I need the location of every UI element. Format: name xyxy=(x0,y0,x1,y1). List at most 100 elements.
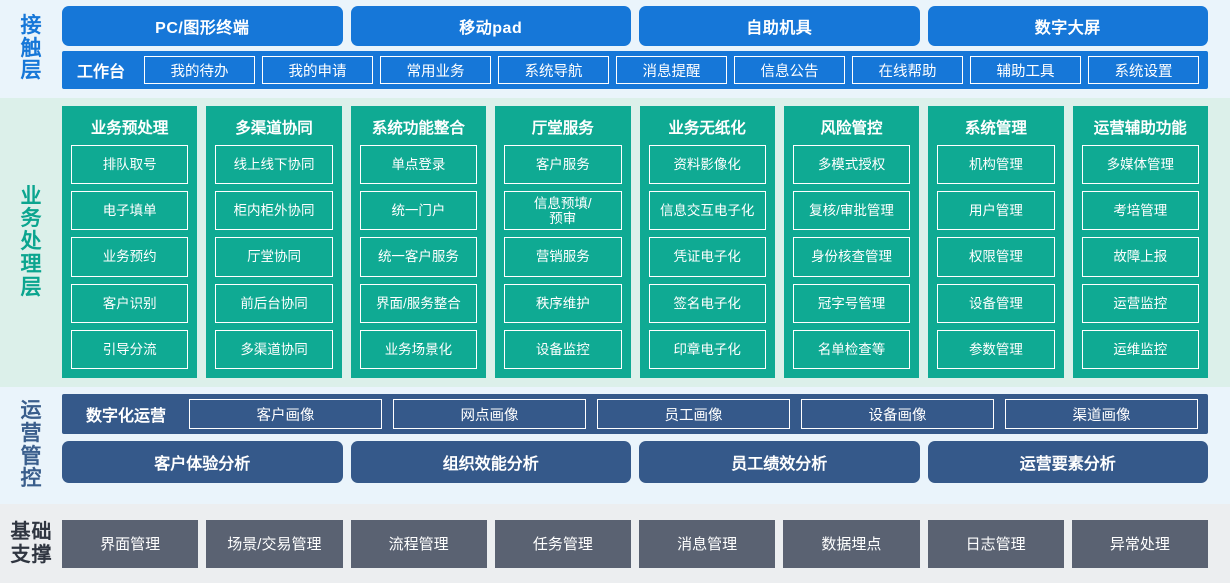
label-char: 务 xyxy=(20,207,42,231)
biz-item[interactable]: 界面/服务整合 xyxy=(359,283,478,323)
column-title: 厅堂服务 xyxy=(531,120,594,137)
analysis-organization-efficiency[interactable]: 组织效能分析 xyxy=(350,441,631,483)
biz-item[interactable]: 印章电子化 xyxy=(648,329,766,370)
biz-item[interactable]: 客户识别 xyxy=(71,283,189,323)
workbench-item-system-settings[interactable]: 系统设置 xyxy=(1088,56,1200,84)
biz-item[interactable]: 资料影像化 xyxy=(648,145,766,185)
workbench-item-system-navigation[interactable]: 系统导航 xyxy=(498,56,610,84)
foundation-item-log-management[interactable]: 日志管理 xyxy=(927,519,1064,568)
foundation-item-scenario-transaction-management[interactable]: 场景/交易管理 xyxy=(206,519,343,568)
workbench-item-auxiliary-tools[interactable]: 辅助工具 xyxy=(970,56,1082,84)
biz-item[interactable]: 冠字号管理 xyxy=(792,283,911,323)
workbench-item-my-todo[interactable]: 我的待办 xyxy=(144,56,256,84)
analysis-operation-factor[interactable]: 运营要素分析 xyxy=(927,441,1208,483)
column-title: 业务无纸化 xyxy=(668,120,746,137)
business-column-multichannel: 多渠道协同 线上线下协同 柜内柜外协同 厅堂协同 前后台协同 多渠道协同 xyxy=(206,106,342,378)
workbench-row: 工作台 我的待办 我的申请 常用业务 系统导航 消息提醒 信息公告 在线帮助 辅… xyxy=(62,51,1208,89)
digital-operations-row: 数字化运营 客户画像 网点画像 员工画像 设备画像 渠道画像 xyxy=(62,394,1208,434)
business-column-system-management: 系统管理 机构管理 用户管理 权限管理 设备管理 参数管理 xyxy=(928,106,1064,378)
biz-item[interactable]: 厅堂协同 xyxy=(215,237,333,277)
workbench-item-online-help[interactable]: 在线帮助 xyxy=(852,56,964,84)
biz-item[interactable]: 多渠道协同 xyxy=(215,329,333,370)
analysis-row: 客户体验分析 组织效能分析 员工绩效分析 运营要素分析 xyxy=(62,441,1208,483)
business-column-system-integration: 系统功能整合 单点登录 统一门户 统一客户服务 界面/服务整合 业务场景化 xyxy=(350,106,487,378)
business-column-risk-control: 风险管控 多模式授权 复核/审批管理 身份核查管理 冠字号管理 名单检查等 xyxy=(783,106,920,378)
digital-operations-title: 数字化运营 xyxy=(86,408,167,425)
business-column-preprocess: 业务预处理 排队取号 电子填单 业务预约 客户识别 引导分流 xyxy=(62,106,198,378)
foundation-row: 界面管理 场景/交易管理 流程管理 任务管理 消息管理 数据埋点 日志管理 异常… xyxy=(62,519,1208,568)
biz-item[interactable]: 信息预填/预审 xyxy=(504,191,622,231)
biz-item[interactable]: 业务预约 xyxy=(71,237,189,277)
layer-foundation-label-text: 基 础 支 撑 xyxy=(10,520,52,566)
foundation-item-ui-management[interactable]: 界面管理 xyxy=(62,519,199,568)
foundation-item-data-tracking[interactable]: 数据埋点 xyxy=(783,519,920,568)
workbench-item-announcement[interactable]: 信息公告 xyxy=(734,56,846,84)
biz-item[interactable]: 秩序维护 xyxy=(504,283,622,323)
column-title: 风险管控 xyxy=(820,120,883,137)
column-title: 多渠道协同 xyxy=(235,120,313,137)
portrait-item-customer[interactable]: 客户画像 xyxy=(189,399,383,429)
biz-item[interactable]: 客户服务 xyxy=(504,145,622,185)
foundation-item-task-management[interactable]: 任务管理 xyxy=(494,519,631,568)
biz-item[interactable]: 引导分流 xyxy=(71,329,189,370)
biz-item[interactable]: 业务场景化 xyxy=(359,329,478,370)
biz-item[interactable]: 统一门户 xyxy=(359,191,478,231)
label-char: 营 xyxy=(20,421,42,445)
portrait-item-employee[interactable]: 员工画像 xyxy=(597,399,791,429)
portrait-item-device[interactable]: 设备画像 xyxy=(801,399,995,429)
biz-item[interactable]: 排队取号 xyxy=(71,145,189,185)
foundation-item-message-management[interactable]: 消息管理 xyxy=(639,519,776,568)
channel-row: PC/图形终端 移动pad 自助机具 数字大屏 xyxy=(62,6,1208,46)
portrait-item-channel[interactable]: 渠道画像 xyxy=(1005,399,1199,429)
biz-item[interactable]: 多模式授权 xyxy=(792,145,911,185)
biz-item[interactable]: 柜内柜外协同 xyxy=(215,191,333,231)
biz-item[interactable]: 故障上报 xyxy=(1081,237,1199,277)
layer-foundation: 基 础 支 撑 界面管理 场景/交易管理 流程管理 任务管理 消息管理 数据埋点… xyxy=(0,504,1230,583)
workbench-title: 工作台 xyxy=(77,64,126,81)
channel-digital-screen[interactable]: 数字大屏 xyxy=(927,6,1208,46)
biz-item[interactable]: 权限管理 xyxy=(937,237,1055,277)
label-char: 业 xyxy=(20,184,42,208)
biz-item[interactable]: 凭证电子化 xyxy=(648,237,766,277)
analysis-customer-experience[interactable]: 客户体验分析 xyxy=(62,441,343,483)
biz-item[interactable]: 参数管理 xyxy=(937,329,1055,370)
biz-item[interactable]: 多媒体管理 xyxy=(1081,145,1199,185)
layer-contact-body: PC/图形终端 移动pad 自助机具 数字大屏 工作台 我的待办 我的申请 常用… xyxy=(62,0,1230,98)
biz-item[interactable]: 考培管理 xyxy=(1081,191,1199,231)
workbench-item-common-business[interactable]: 常用业务 xyxy=(380,56,492,84)
analysis-employee-performance[interactable]: 员工绩效分析 xyxy=(639,441,920,483)
biz-item[interactable]: 线上线下协同 xyxy=(215,145,333,185)
biz-item[interactable]: 营销服务 xyxy=(504,237,622,277)
column-items: 多媒体管理 考培管理 故障上报 运营监控 运维监控 xyxy=(1081,145,1199,370)
biz-item[interactable]: 统一客户服务 xyxy=(359,237,478,277)
portrait-item-branch[interactable]: 网点画像 xyxy=(393,399,587,429)
biz-item[interactable]: 签名电子化 xyxy=(648,283,766,323)
biz-item[interactable]: 前后台协同 xyxy=(215,283,333,323)
label-char: 运 xyxy=(20,399,42,423)
channel-pc[interactable]: PC/图形终端 xyxy=(62,6,343,46)
column-items: 客户服务 信息预填/预审 营销服务 秩序维护 设备监控 xyxy=(504,145,622,370)
foundation-item-process-management[interactable]: 流程管理 xyxy=(350,519,487,568)
channel-self-service-machine[interactable]: 自助机具 xyxy=(639,6,920,46)
label-char: 基 xyxy=(10,520,31,543)
biz-item[interactable]: 名单检查等 xyxy=(792,329,911,370)
biz-item[interactable]: 机构管理 xyxy=(937,145,1055,185)
biz-item[interactable]: 电子填单 xyxy=(71,191,189,231)
label-char: 理 xyxy=(20,252,42,276)
biz-item[interactable]: 复核/审批管理 xyxy=(792,191,911,231)
column-title: 业务预处理 xyxy=(90,120,169,137)
biz-item[interactable]: 身份核查管理 xyxy=(792,237,911,277)
label-char: 层 xyxy=(20,275,42,299)
biz-item[interactable]: 运营监控 xyxy=(1081,283,1199,323)
biz-item[interactable]: 单点登录 xyxy=(359,145,478,185)
workbench-item-message-alert[interactable]: 消息提醒 xyxy=(616,56,728,84)
biz-item[interactable]: 运维监控 xyxy=(1081,329,1199,370)
biz-item[interactable]: 信息交互电子化 xyxy=(648,191,766,231)
channel-mobile-pad[interactable]: 移动pad xyxy=(350,6,631,46)
workbench-item-my-application[interactable]: 我的申请 xyxy=(262,56,374,84)
biz-item[interactable]: 用户管理 xyxy=(937,191,1055,231)
foundation-item-exception-handling[interactable]: 异常处理 xyxy=(1071,519,1208,568)
biz-item[interactable]: 设备管理 xyxy=(937,283,1055,323)
layer-business-label-text: 业 务 处 理 层 xyxy=(20,184,42,299)
biz-item[interactable]: 设备监控 xyxy=(504,329,622,370)
